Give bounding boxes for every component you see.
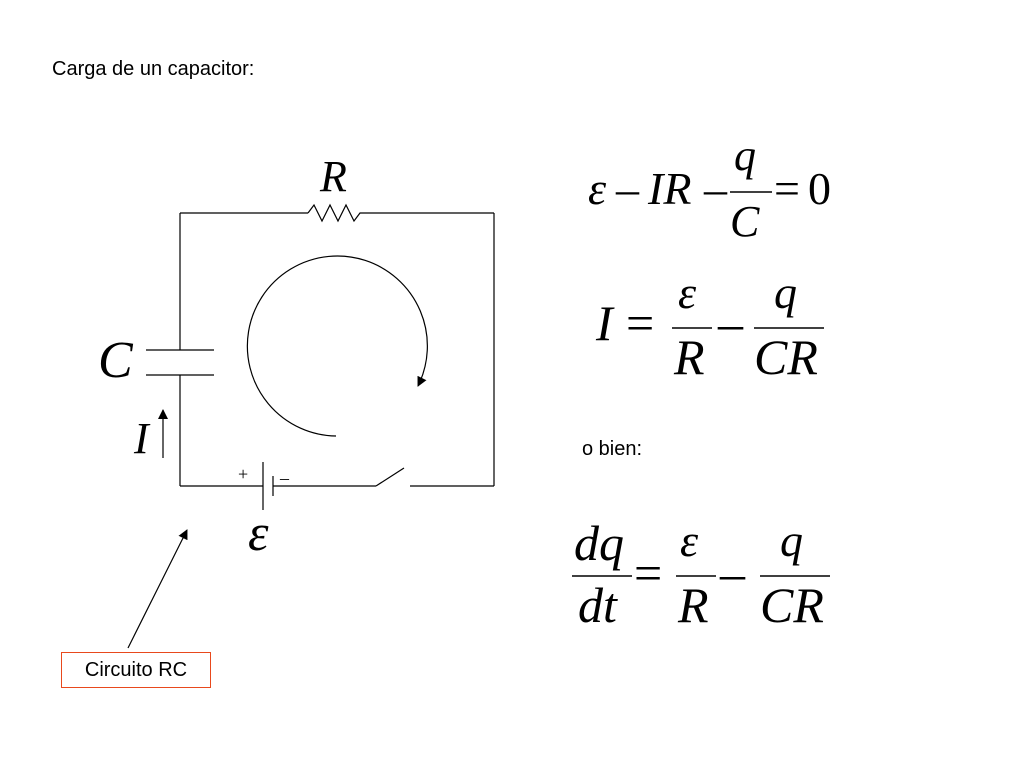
current-label: I bbox=[133, 414, 151, 463]
eq1-emf: ε bbox=[588, 163, 607, 214]
callout-pointer bbox=[127, 529, 188, 649]
circuit-callout-label: Circuito RC bbox=[61, 652, 211, 688]
eq1-rhs: 0 bbox=[808, 163, 831, 214]
eq2-numerator-2: q bbox=[774, 267, 797, 318]
eq2-minus: – bbox=[717, 295, 744, 351]
equation-kirchhoff: ε – IR – q C = 0 bbox=[588, 131, 831, 246]
eq3-numerator-2: q bbox=[780, 515, 803, 566]
capacitor-label: C bbox=[98, 332, 134, 389]
eq3-lhs-denominator: dt bbox=[578, 577, 618, 633]
switch-lever bbox=[375, 467, 405, 487]
eq2-denominator-2: CR bbox=[754, 329, 818, 385]
battery-plus-sign: + bbox=[238, 464, 248, 484]
rc-circuit bbox=[127, 203, 495, 649]
eq2-numerator-1: ε bbox=[678, 267, 697, 318]
eq1-equals: = bbox=[774, 163, 800, 214]
battery-minus-sign: – bbox=[279, 468, 290, 488]
eq3-lhs-numerator: dq bbox=[574, 515, 624, 571]
eq2-denominator-1: R bbox=[673, 329, 705, 385]
eq1-minus-1: – bbox=[615, 163, 640, 214]
resistor-symbol bbox=[307, 203, 366, 223]
circulation-arrow bbox=[246, 255, 428, 437]
eq1-numerator: q bbox=[734, 131, 756, 180]
eq1-ir: IR bbox=[647, 163, 691, 214]
eq3-denominator-2: CR bbox=[760, 577, 824, 633]
eq1-denominator: C bbox=[730, 197, 760, 246]
slide-title: Carga de un capacitor: bbox=[52, 58, 255, 80]
eq3-minus: – bbox=[719, 545, 746, 601]
eq3-numerator-1: ε bbox=[680, 515, 699, 566]
emf-label: ε bbox=[248, 505, 269, 562]
equation-differential: dq dt = ε R – q CR bbox=[572, 515, 830, 633]
eq1-minus-2: – bbox=[703, 163, 728, 214]
equation-current: I = ε R – q CR bbox=[595, 267, 824, 385]
eq3-equals: = bbox=[634, 545, 662, 601]
eq2-equals: = bbox=[626, 295, 654, 351]
eq2-lhs: I bbox=[595, 295, 615, 351]
resistor-label: R bbox=[319, 152, 347, 201]
eq3-denominator-1: R bbox=[677, 577, 709, 633]
alternative-note: o bien: bbox=[582, 438, 643, 460]
